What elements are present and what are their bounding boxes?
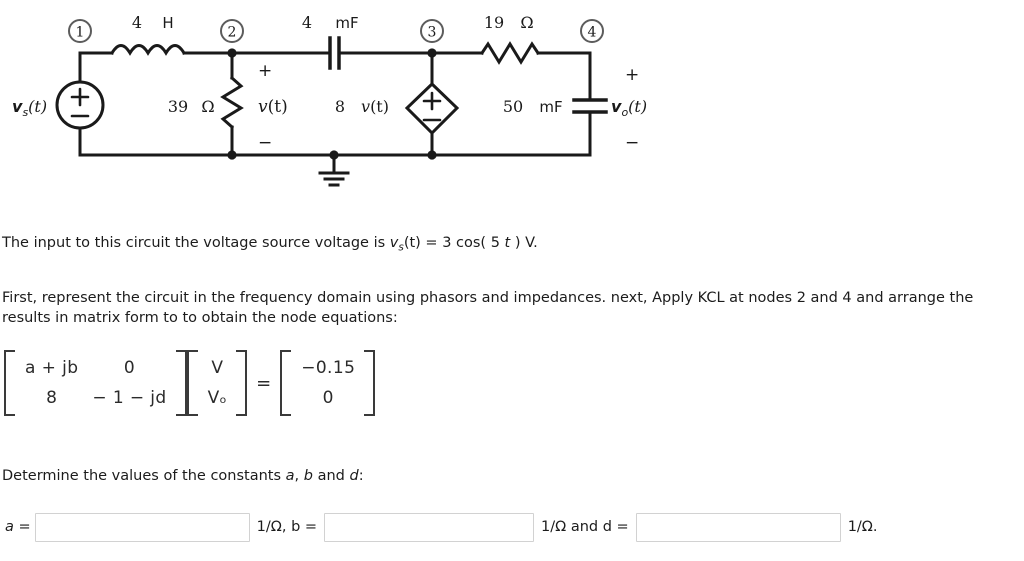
v-polarity-minus: −: [258, 133, 272, 153]
circuit-schematic-svg: 1 2 3 4 4 H 4 mF 19 Ω 39 Ω 8 v(t): [12, 13, 647, 187]
matrix-equation: a + jb 0 8 − 1 − jd V Vₒ = −0.15: [4, 344, 376, 422]
rhs-row-2: 0: [294, 383, 362, 413]
rhs-row-1: −0.15: [294, 353, 362, 383]
bracket-left-rhs: [280, 350, 292, 416]
rhs-vector: −0.15 0: [280, 350, 376, 416]
junction-dot-ground: [329, 150, 339, 160]
statement-input-voltage: The input to this circuit the voltage so…: [2, 233, 1012, 257]
bracket-right-rhs: [364, 350, 376, 416]
junction-dot-node2-top: [227, 48, 237, 58]
statement-kcl-instructions: First, represent the circuit in the freq…: [2, 290, 974, 326]
statement-vs-subscript: s: [398, 241, 404, 254]
depsource-plus-glyph: [422, 91, 442, 111]
bracket-left-unknown: [186, 350, 198, 416]
inductor-value-label: 4: [132, 13, 142, 32]
vout-polarity-minus: −: [625, 133, 639, 153]
node-bubble-2-circle: [220, 19, 244, 43]
resistor-39-ohm: [220, 75, 244, 130]
rhs-cell-r2: 0: [322, 388, 334, 408]
source-plus-glyph: [70, 87, 90, 107]
inductor-4h: [109, 44, 187, 56]
node-bubble-1-label: 1: [76, 25, 85, 41]
determine-const-d: d: [349, 468, 359, 484]
vout-label-group: + vo(t) −: [611, 65, 647, 153]
node-bubble-2-label: 2: [228, 25, 237, 41]
coefficient-matrix: a + jb 0 8 − 1 − jd: [4, 350, 187, 416]
statement-input-prefix: The input to this circuit the voltage so…: [2, 235, 390, 251]
answer-input-a[interactable]: [34, 512, 250, 542]
node-bubble-4-circle: [580, 19, 604, 43]
cap-series-unit-label: mF: [335, 14, 358, 32]
determine-comma: ,: [294, 468, 304, 484]
statement-determine-constants: Determine the values of the constants a,…: [2, 466, 702, 486]
resistor1-value-label: 39: [168, 97, 188, 116]
node-bubble-1-circle: [68, 19, 92, 43]
source-label: vs(t): [12, 97, 47, 119]
unit-after-d: 1/Ω.: [847, 519, 878, 535]
rhs-cell-r1: −0.15: [301, 358, 356, 378]
source-label-group: vs(t): [12, 97, 47, 119]
v-polarity-plus: +: [258, 61, 272, 81]
v-label: v(t): [258, 97, 288, 117]
determine-const-a: a: [285, 468, 295, 484]
determine-colon: :: [358, 468, 364, 484]
cap-series-value-label: 4: [302, 13, 312, 32]
v-across-resistor-group: + v(t) −: [258, 61, 288, 153]
cap-out-unit-label: mF: [539, 98, 562, 116]
vout-label: vo(t): [611, 97, 647, 119]
independent-source-circle: [55, 80, 105, 130]
junction-dot-node3-top: [427, 48, 437, 58]
coeff-cell-r1c1: a + jb: [25, 358, 79, 378]
dependent-voltage-source-diamond: [404, 81, 460, 136]
determine-prefix: Determine the values of the constants: [2, 468, 286, 484]
bracket-right-unknown: [236, 350, 248, 416]
equals-sign: =: [256, 372, 272, 394]
answer-input-d[interactable]: [635, 512, 841, 542]
node-bubble-4-label: 4: [588, 25, 597, 41]
junction-dot-node2-bottom: [227, 150, 237, 160]
coeff-row-2: 8 − 1 − jd: [18, 383, 174, 413]
statement-vs-expression: (t) = 3 cos( 5: [403, 235, 505, 251]
unit-after-b: 1/Ω and d =: [541, 519, 629, 535]
determine-const-b: b: [303, 468, 313, 484]
coeff-cell-r1c2: 0: [123, 358, 136, 378]
coeff-cell-r2c1: 8: [46, 388, 58, 408]
label-a: a =: [5, 519, 31, 535]
unknown-row-1: V: [201, 353, 234, 383]
depsource-gain-label: 8: [335, 97, 345, 116]
node-bubbles: 1 2 3 4: [68, 19, 604, 43]
coeff-cell-r2c2: − 1 − jd: [92, 388, 167, 408]
resistor-19-ohm: [479, 41, 541, 65]
determine-and: and: [312, 468, 350, 484]
node-bubble-3-circle: [420, 19, 444, 43]
vout-polarity-plus: +: [625, 65, 639, 85]
resistor2-unit-label: Ω: [520, 13, 533, 32]
unknown-vector: V Vₒ: [186, 350, 248, 416]
node-bubble-3-label: 3: [428, 25, 437, 41]
bracket-right-coeff: [175, 350, 187, 416]
junction-dot-node3-bottom: [427, 150, 437, 160]
unknown-cell-r1: V: [211, 358, 224, 378]
statement-vs-symbol: v: [389, 235, 399, 251]
depsource-v-label: v(t): [361, 97, 389, 116]
statement-vs-time-var: t: [504, 235, 511, 251]
cap-out-value-label: 50: [503, 97, 523, 116]
statement-vs-tail: ) V.: [510, 235, 538, 251]
resistor2-value-label: 19: [484, 13, 504, 32]
inductor-unit-label: H: [162, 14, 173, 32]
answer-input-b[interactable]: [324, 512, 535, 542]
unit-after-a: 1/Ω, b =: [256, 519, 318, 535]
coeff-row-1: a + jb 0: [18, 353, 174, 383]
circuit-figure: 1 2 3 4 4 H 4 mF 19 Ω 39 Ω 8 v(t): [0, 0, 680, 200]
resistor1-unit-label: Ω: [201, 97, 214, 116]
answer-row: a = 1/Ω, b = 1/Ω and d = 1/Ω.: [0, 503, 1024, 551]
unknown-row-2: Vₒ: [201, 383, 234, 413]
bracket-left-coeff: [4, 350, 15, 416]
unknown-cell-r2: Vₒ: [207, 388, 228, 408]
